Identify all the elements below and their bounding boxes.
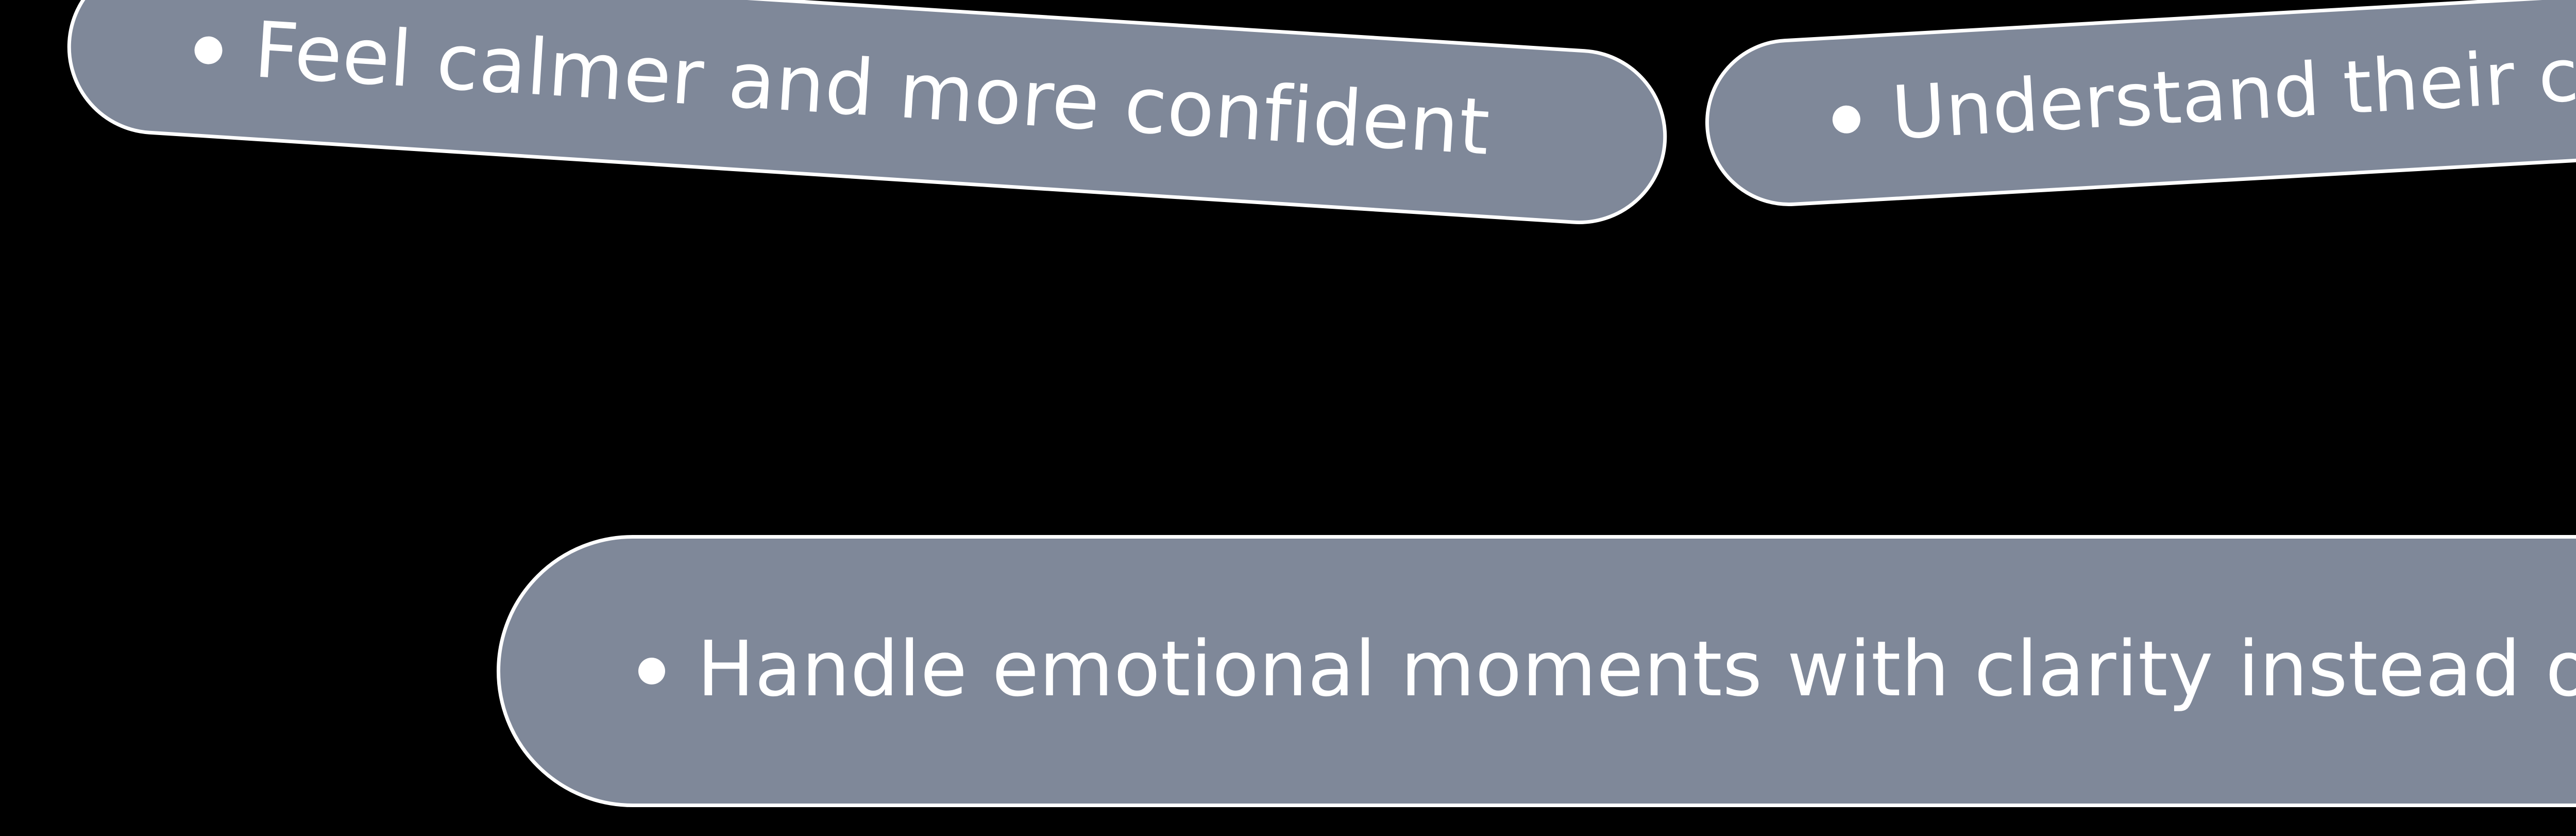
benefit-pill-label: Understand their child better [1889,11,2576,156]
benefit-pill-handle-emotional-moments[interactable]: Handle emotional moments with clarity in… [497,535,2576,807]
benefit-pill-feel-calmer[interactable]: Feel calmer and more confident [62,0,1672,230]
bullet-dot-icon [638,658,665,684]
benefit-pill-label: Feel calmer and more confident [251,5,1493,173]
bullet-dot-icon [193,35,224,65]
bullet-dot-icon [1832,104,1861,134]
benefit-pill-label: Handle emotional moments with clarity in… [697,625,2576,713]
benefit-pill-understand-child[interactable]: Understand their child better [1701,0,2576,211]
